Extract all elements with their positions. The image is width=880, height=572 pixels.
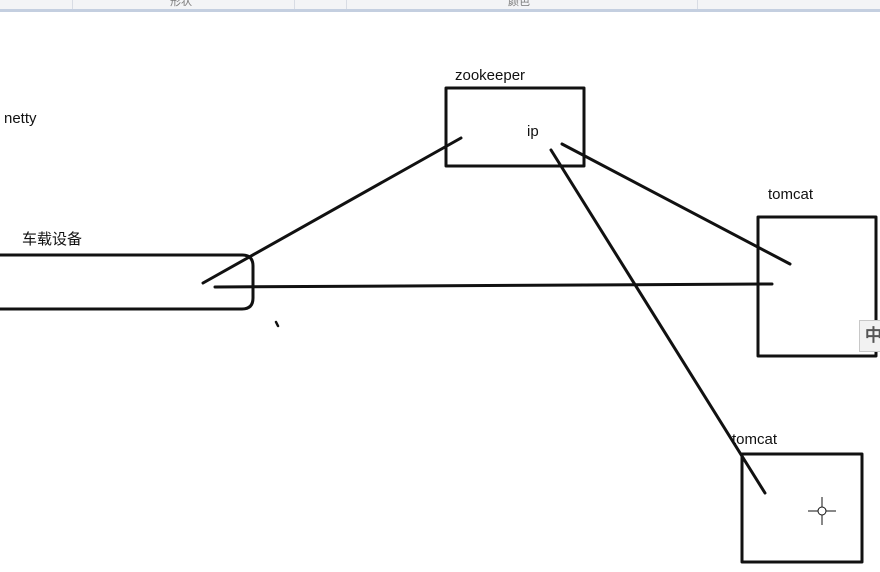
stray-ink-dot	[274, 320, 280, 328]
ime-language-indicator[interactable]: 中	[859, 320, 880, 352]
ribbon-group-color[interactable]: 颜色	[508, 0, 530, 8]
label-netty: netty	[4, 110, 37, 127]
ribbon-separator	[294, 0, 295, 9]
crosshair-cursor-icon	[808, 497, 836, 525]
tomcat-box-2	[740, 452, 864, 564]
label-device: 车载设备	[22, 231, 83, 248]
ribbon-separator	[72, 0, 73, 9]
ribbon-separator	[346, 0, 347, 9]
label-ip: ip	[527, 123, 539, 140]
ribbon-separator	[697, 0, 698, 9]
device-box	[0, 253, 255, 311]
label-tomcat-1: tomcat	[768, 186, 814, 203]
tomcat-box-1	[756, 215, 878, 358]
label-zookeeper: zookeeper	[455, 67, 526, 84]
line-device-to-tomcat1	[213, 282, 774, 289]
label-tomcat-2: tomcat	[732, 431, 778, 448]
line-zookeeper-to-tomcat1	[560, 142, 792, 266]
ribbon-toolbar-strip: 形状 颜色	[0, 0, 880, 12]
line-zookeeper-to-tomcat2	[549, 148, 767, 495]
zookeeper-box	[444, 86, 586, 168]
ribbon-group-shape[interactable]: 形状	[170, 0, 192, 8]
line-device-to-zookeeper	[201, 136, 463, 285]
